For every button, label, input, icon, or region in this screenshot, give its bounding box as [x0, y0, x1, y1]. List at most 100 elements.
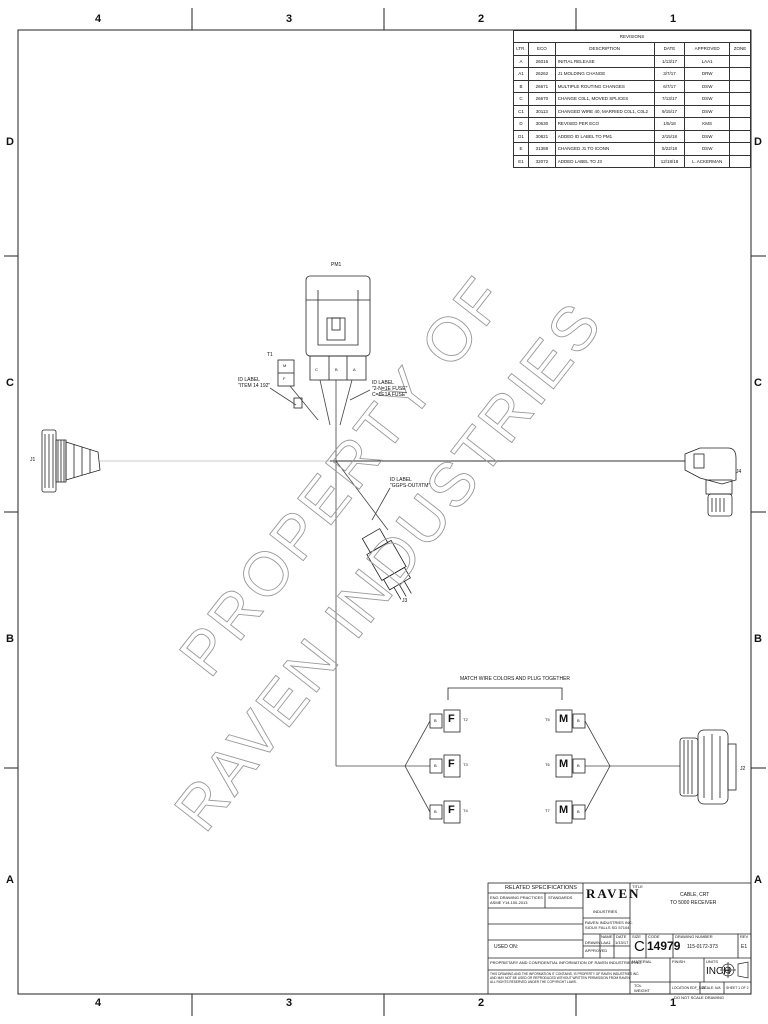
rev-header-approved: APPROVED	[684, 42, 731, 56]
pm1-label: PM1	[331, 262, 342, 268]
pm1-pin-c: C	[315, 367, 318, 372]
date-label: DATE	[616, 934, 627, 939]
zone-col-2-bottom: 2	[478, 997, 485, 1009]
zone-col-4-bottom: 4	[95, 997, 102, 1009]
male-cap-3: B	[577, 809, 580, 814]
zone-col-4-top: 4	[95, 13, 102, 25]
title-label: TITLE	[632, 884, 643, 889]
units-value: INCH	[706, 966, 731, 977]
material-label: MATERIAL	[632, 959, 652, 964]
t1-terminal	[277, 359, 303, 409]
zone-col-1-top: 1	[670, 13, 677, 25]
j2-connector	[679, 729, 737, 805]
zone-row-c-right: C	[754, 377, 762, 389]
zone-col-2-top: 2	[478, 13, 485, 25]
male-cap-2: B	[577, 763, 580, 768]
zone-row-b-right: B	[754, 633, 762, 645]
size-value: C	[634, 938, 645, 955]
male-id-3: T7	[545, 808, 550, 813]
zone-row-b-left: B	[6, 633, 14, 645]
drawn-label: DRAWN	[585, 940, 600, 945]
j3-label: J3	[402, 598, 408, 604]
id-label-left: ID LABEL "ITEM 14 192"	[238, 377, 271, 389]
sheet-field: SHEET 1 OF 2	[726, 986, 749, 990]
male-id-1: T5	[545, 717, 550, 722]
zone-col-3-bottom: 3	[286, 997, 293, 1009]
female-cap-2: B	[434, 763, 437, 768]
drawing-number: 115-0172-373	[687, 944, 718, 950]
j2-label: J2	[740, 766, 746, 772]
drawing-number-label: DRAWING NUMBER	[675, 934, 713, 939]
pm1-module	[305, 275, 371, 381]
id-label-right: ID LABEL "2-N=1E FUSE" C=1E1A FUSE"	[372, 380, 408, 398]
location-field: LOCATION EDF_SIZE	[672, 986, 707, 990]
female-terminals	[429, 709, 461, 824]
j4-connector	[684, 447, 737, 517]
female-pin-1: F	[448, 713, 455, 725]
rev-value: E1	[741, 944, 748, 950]
rev-header-ltr: LTR.	[513, 42, 529, 56]
pm1-pin-a: A	[353, 367, 356, 372]
rev-label: REV	[740, 934, 749, 939]
zone-col-3-top: 3	[286, 13, 293, 25]
drawn-name: LAA1	[601, 940, 611, 945]
rev-header-description: DESCRIPTION	[554, 42, 655, 56]
drawn-date: 1/13/17	[615, 940, 629, 945]
spec-standards: STANDARDS	[548, 895, 573, 900]
revisions-title: REVISIONS	[513, 30, 751, 43]
spec-drawing-practices: ENG DRAWING PRACTICES ASME Y14.100-2013	[490, 895, 543, 905]
female-pin-3: F	[448, 804, 455, 816]
legal-note: THIS DRAWING AND THE INFORMATION IT CONT…	[490, 972, 640, 984]
zone-row-d-left: D	[6, 136, 14, 148]
proprietary-note: PROPRIETARY AND CONFIDENTIAL INFORMATION…	[490, 960, 643, 965]
do-not-scale: DO NOT SCALE DRAWING	[674, 995, 725, 1000]
female-cap-1: B	[434, 718, 437, 723]
j1-label: J1	[30, 457, 36, 463]
units-label: UNITS	[706, 959, 718, 964]
j4-label: J4	[736, 469, 742, 475]
female-cap-3: B	[434, 809, 437, 814]
scale-field: SCALE: N/A	[702, 986, 721, 990]
pm1-pin-b: B	[335, 367, 338, 372]
zone-col-1-bottom: 1	[670, 997, 677, 1009]
title-block-frame	[487, 882, 752, 995]
raven-logo-sub: INDUSTRIES	[593, 909, 618, 914]
male-cap-1: B	[577, 718, 580, 723]
size-label: SIZE	[632, 934, 641, 939]
male-pin-2: M	[559, 758, 569, 770]
male-terminals	[555, 709, 586, 824]
revisions-table: REVISIONS LTR. ECO DESCRIPTION DATE APPR…	[513, 30, 751, 168]
weight-label: WEIGHT	[634, 988, 650, 993]
t1-pin-m: M	[283, 363, 287, 368]
id-label-j3: ID LABEL "GGPS-OUT/ITM"	[390, 477, 431, 489]
male-pin-3: M	[559, 804, 569, 816]
company-line-2: SIOUX FALLS SD 57104	[585, 925, 630, 930]
projection-symbol-icon	[720, 961, 749, 979]
rev-header-eco: ECO	[527, 42, 556, 56]
zone-row-c-left: C	[6, 377, 14, 389]
title-line-1: CABLE, CRT	[680, 892, 710, 898]
used-on: USED ON:	[494, 944, 519, 950]
company-line-1: RAVEN INDUSTRIES INC.	[585, 920, 633, 925]
code-label: CODE	[648, 934, 660, 939]
female-id-3: T4	[463, 808, 468, 813]
zone-row-a-left: A	[6, 874, 14, 886]
zone-row-d-right: D	[754, 136, 762, 148]
name-label: NAME	[601, 934, 613, 939]
match-note: MATCH WIRE COLORS AND PLUG TOGETHER	[460, 676, 571, 682]
related-specs-title: RELATED SPECIFICATIONS	[505, 885, 577, 891]
t1-pin-f: F	[283, 376, 286, 381]
male-pin-1: M	[559, 713, 569, 725]
title-line-2: TO 5000 RECEIVER	[670, 900, 717, 906]
raven-logo: RAVEN	[586, 886, 641, 901]
tol-label: TOL	[634, 983, 642, 988]
